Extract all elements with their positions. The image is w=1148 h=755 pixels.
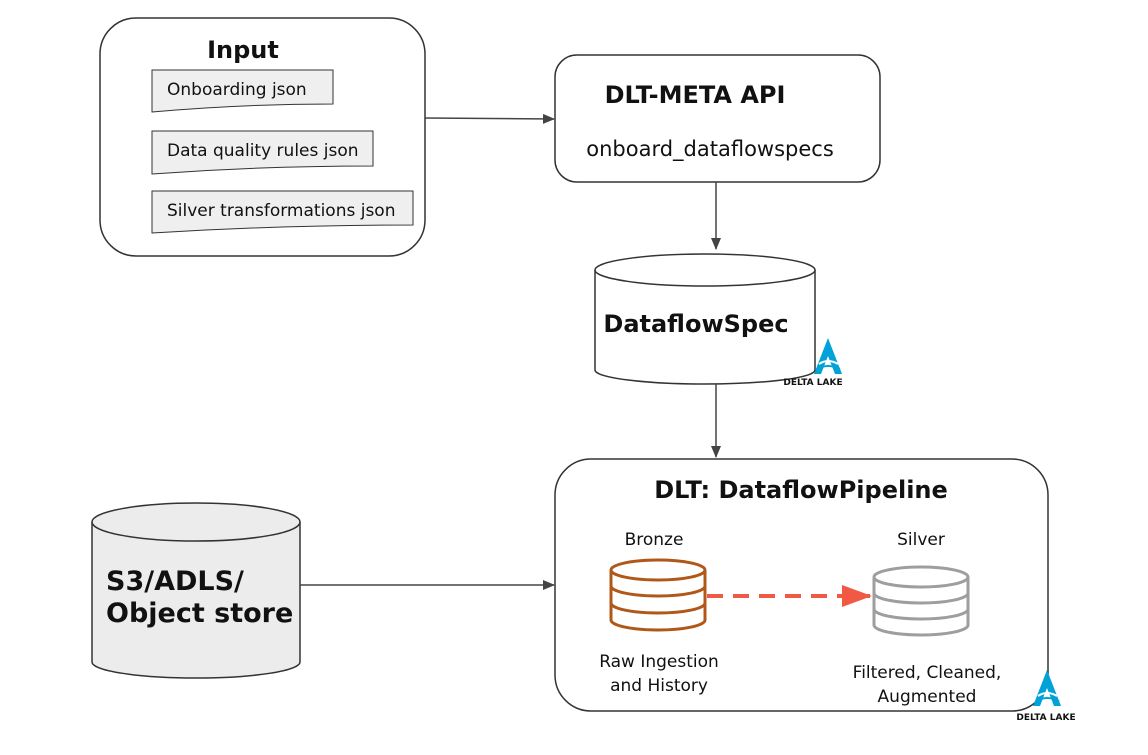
input-title: Input xyxy=(207,36,279,64)
silver-label: Silver xyxy=(897,530,945,550)
dataflowspec-cylinder: DataflowSpec xyxy=(594,253,816,385)
api-title: DLT-META API xyxy=(605,81,786,109)
onboarding-json-doc: Onboarding json xyxy=(151,69,334,113)
bronze-database-icon xyxy=(609,558,707,632)
object-store-cylinder: S3/ADLS/ Object store xyxy=(91,502,301,679)
delta-lake-icon xyxy=(1033,670,1061,706)
api-function: onboard_dataflowspecs xyxy=(586,137,834,162)
bronze-desc-line2: and History xyxy=(610,676,708,696)
delta-lake-icon xyxy=(814,338,842,374)
bronze-desc-line1: Raw Ingestion xyxy=(599,652,719,672)
source-label-line1: S3/ADLS/ xyxy=(106,566,244,597)
arrow-input-to-api xyxy=(424,113,555,124)
pipeline-title: DLT: DataflowPipeline xyxy=(654,476,948,504)
dlt-pipeline-box: DLT: DataflowPipeline Bronze Raw Ingesti… xyxy=(554,458,1049,712)
silver-database-icon xyxy=(872,565,970,637)
source-label-line2: Object store xyxy=(106,598,293,629)
dataflowspec-label: DataflowSpec xyxy=(603,310,788,338)
silver-desc-line2: Augmented xyxy=(878,687,977,707)
doc-dq-rules-label: Data quality rules json xyxy=(167,141,359,161)
delta-lake-logo xyxy=(814,338,842,374)
silver-desc-line1: Filtered, Cleaned, xyxy=(853,663,1002,683)
delta-lake-badge-pipeline: DELTA LAKE xyxy=(1016,713,1075,723)
doc-silver-transform-label: Silver transformations json xyxy=(167,201,396,221)
dq-rules-json-doc: Data quality rules json xyxy=(151,130,374,175)
delta-lake-badge-spec: DELTA LAKE xyxy=(783,378,842,388)
dlt-meta-api-box: DLT-META API onboard_dataflowspecs xyxy=(554,54,881,183)
delta-lake-logo-pipeline xyxy=(1033,670,1061,706)
input-box: Input Onboarding json Data quality rules… xyxy=(99,17,426,257)
doc-onboarding-label: Onboarding json xyxy=(167,80,307,100)
silver-transformations-json-doc: Silver transformations json xyxy=(151,190,414,234)
bronze-label: Bronze xyxy=(625,530,684,550)
